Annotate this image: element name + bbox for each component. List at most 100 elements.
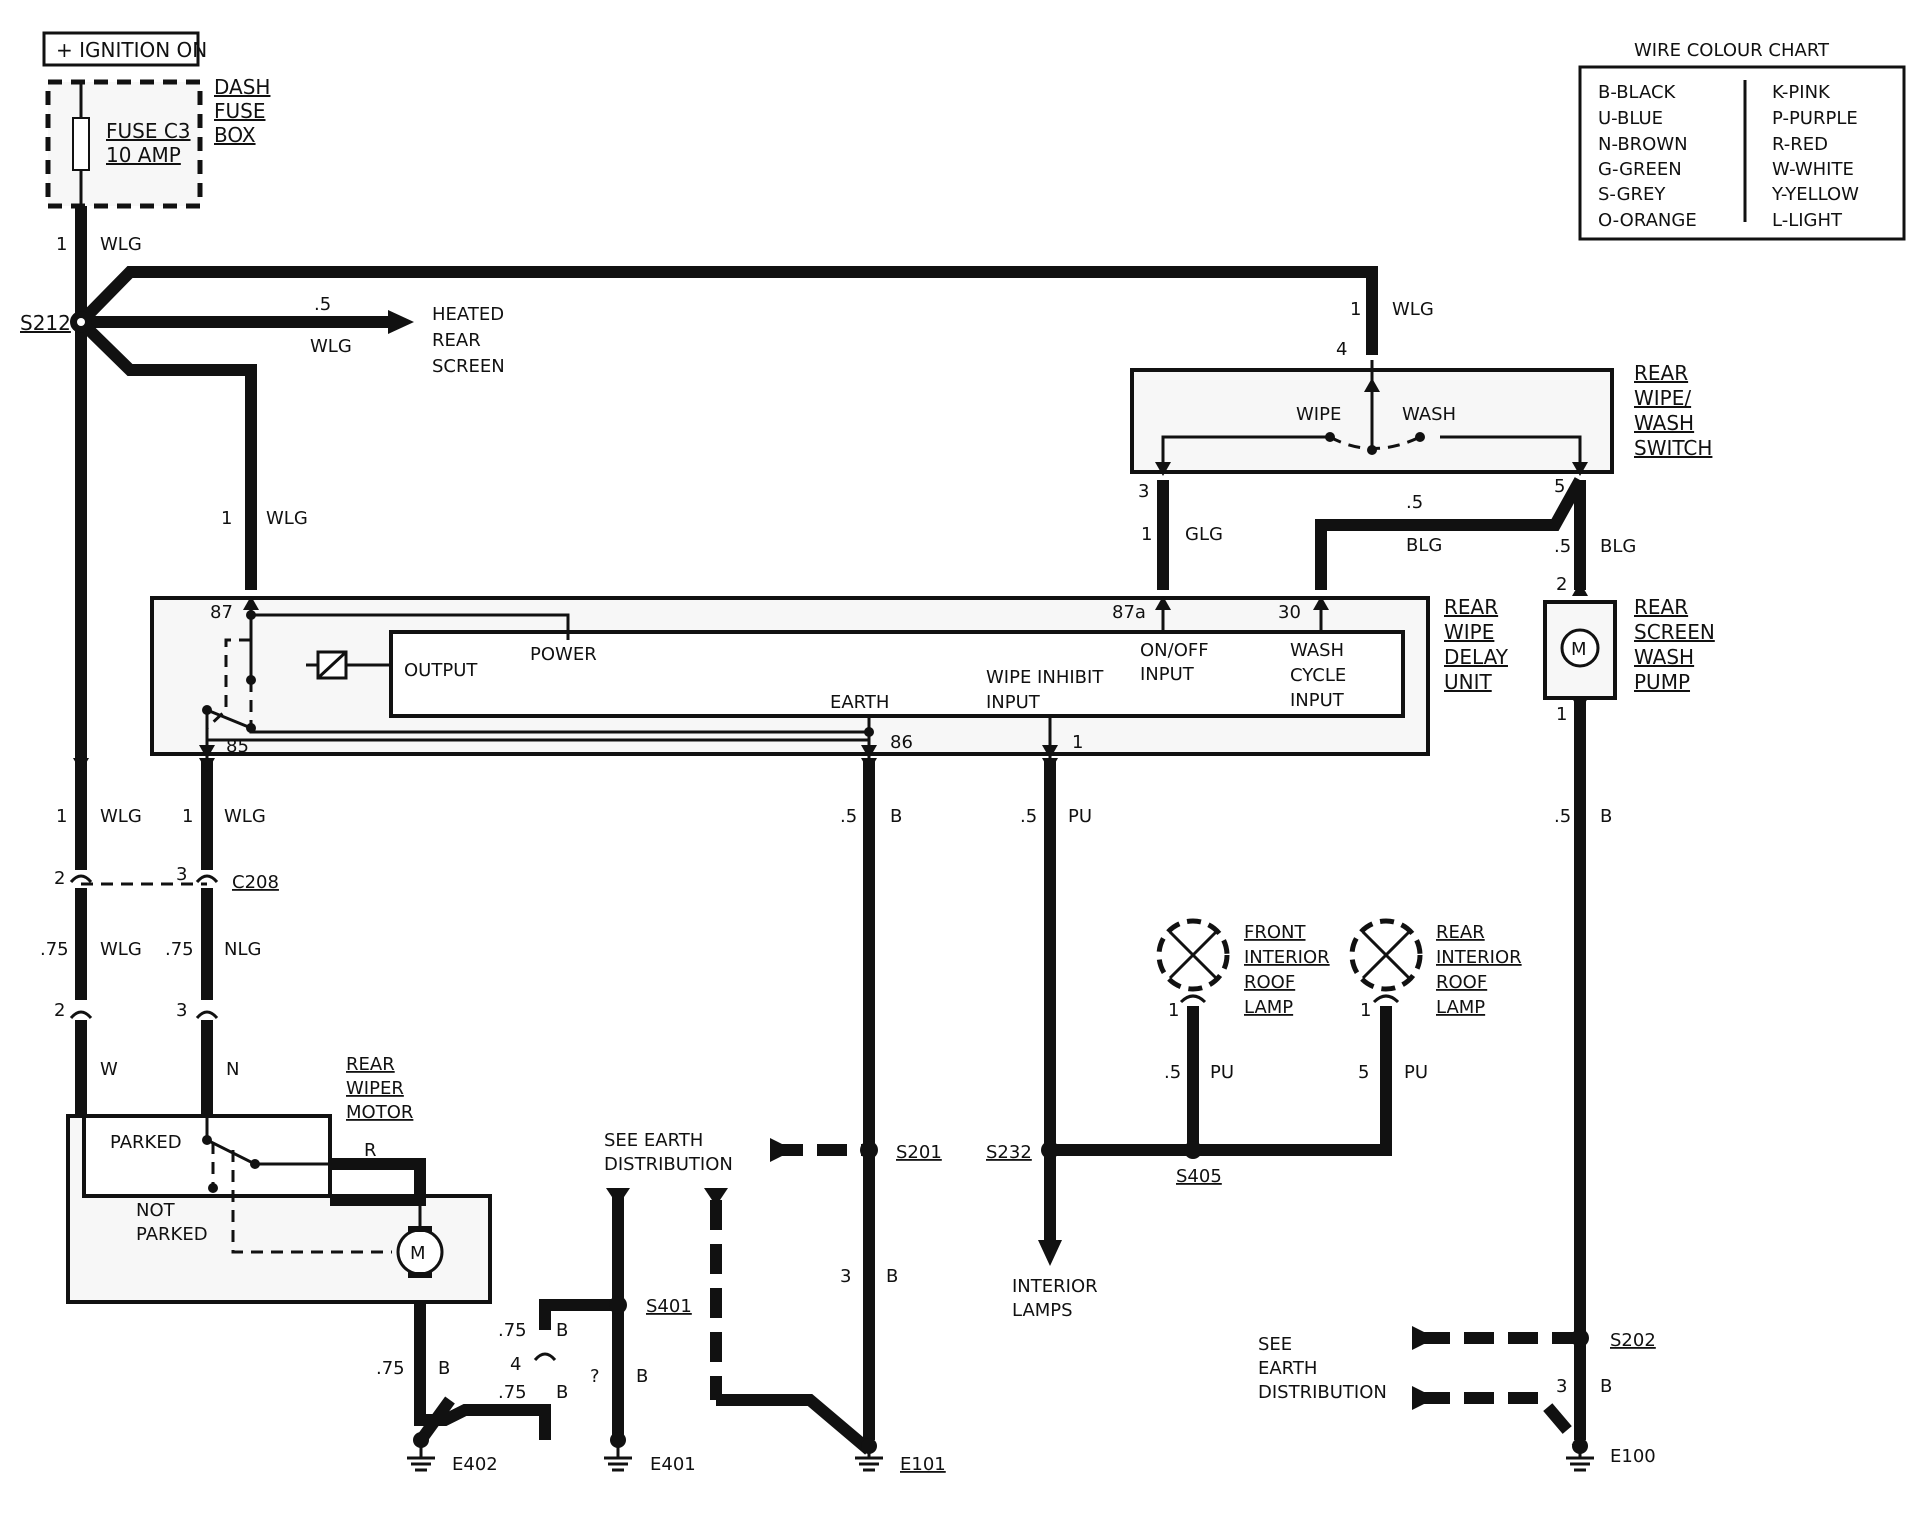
heated-rear-screen-label: HEATED — [432, 304, 504, 325]
wire-chart-item: G-GREEN — [1598, 159, 1682, 180]
wire-color: WLG — [310, 336, 352, 357]
connector-pin: 4 — [510, 1354, 521, 1375]
wire-gauge: .75 — [165, 939, 194, 960]
wire-color: GLG — [1185, 524, 1223, 545]
wire-color: B — [556, 1320, 568, 1341]
wire-chart-title: WIRE COLOUR CHART — [1634, 40, 1830, 61]
rear-interior-roof-lamp: 1 5 PU REAR INTERIOR ROOF LAMP — [1349, 918, 1522, 1083]
wire-chart-item: W-WHITE — [1772, 159, 1854, 180]
ground-e402: E402 — [407, 1432, 498, 1475]
rear-lamp-title: INTERIOR — [1436, 947, 1522, 968]
ignition-label: + IGNITION ON — [42, 31, 207, 67]
wire-color: W — [100, 1059, 118, 1080]
wire-color: NLG — [224, 939, 261, 960]
rear-lamp-title: ROOF — [1436, 972, 1487, 993]
s401-splice — [609, 1296, 627, 1314]
delay-pin: 87a — [1112, 602, 1146, 623]
wire-gauge: 3 — [1556, 1376, 1567, 1397]
delay-earth-label: EARTH — [830, 692, 889, 713]
delay-onoff-label: ON/OFF — [1140, 640, 1209, 661]
c208-label: C208 — [232, 872, 279, 893]
s201-label: S201 — [896, 1142, 942, 1163]
delay-pin: 87 — [210, 602, 233, 623]
motor-parked-label: PARKED — [110, 1132, 182, 1153]
motor-letter: M — [410, 1243, 426, 1264]
wire-gauge: .75 — [498, 1382, 527, 1403]
see-earth-label: SEE EARTH — [604, 1130, 703, 1151]
heated-rear-screen-label: SCREEN — [432, 356, 505, 377]
delay-power-label: POWER — [530, 644, 597, 665]
switch-pin: 4 — [1336, 339, 1347, 360]
fuse-rating: 10 AMP — [106, 143, 181, 167]
wire-chart-item: P-PURPLE — [1772, 108, 1858, 129]
see-earth-label: DISTRIBUTION — [1258, 1382, 1387, 1403]
wire-color: WLG — [100, 234, 142, 255]
wire-gauge: 1 — [221, 508, 232, 529]
front-lamp-title: LAMP — [1244, 997, 1293, 1018]
s212-label: S212 — [20, 311, 71, 335]
wire-chart-item: S-GREY — [1598, 184, 1666, 205]
e401-label: E401 — [650, 1454, 696, 1475]
switch-title: SWITCH — [1634, 436, 1712, 460]
rear-lamp-title: REAR — [1436, 922, 1485, 943]
rear-wipe-delay-unit: 87 85 86 1 87a 30 OUTPUT POWER EARTH WIP… — [150, 595, 1509, 760]
earth-arrow — [704, 1188, 728, 1206]
lamp-pin: 1 — [1168, 1000, 1179, 1021]
wire-color: WLG — [224, 806, 266, 827]
svg-text:+ IGNITION ON: + IGNITION ON — [56, 38, 207, 62]
wire-color: WLG — [100, 806, 142, 827]
wire-chart-item: Y-YELLOW — [1771, 184, 1859, 205]
motor-not-parked-label: PARKED — [136, 1224, 208, 1245]
delay-unit-title: REAR — [1444, 595, 1498, 619]
dash-fuse-box: FUSE C3 10 AMP DASH FUSE BOX — [45, 75, 270, 209]
wire-chart-item: L-LIGHT — [1772, 210, 1843, 231]
pump-pin: 2 — [1556, 574, 1567, 595]
wire-gauge: 1 — [56, 234, 67, 255]
wire-color: B — [438, 1358, 450, 1379]
ground-e100: E100 — [1566, 1438, 1656, 1472]
s202-label: S202 — [1610, 1330, 1656, 1351]
e402-label: E402 — [452, 1454, 498, 1475]
fuse-box-title-2: FUSE — [214, 99, 265, 123]
wire-color: WLG — [100, 939, 142, 960]
delay-pin: 30 — [1278, 602, 1301, 623]
rear-lamp-title: LAMP — [1436, 997, 1485, 1018]
wire-gauge: 5 — [1358, 1062, 1369, 1083]
s202-splice — [1571, 1329, 1589, 1347]
s405-label: S405 — [1176, 1166, 1222, 1187]
motor-title: MOTOR — [346, 1102, 413, 1123]
switch-wipe-label: WIPE — [1296, 404, 1341, 425]
switch-pin: 3 — [1138, 481, 1149, 502]
wire-chart-item: K-PINK — [1772, 82, 1831, 103]
rear-wipe-wash-switch: WIPE WASH 4 3 5 REAR WIPE/ WASH SWITCH — [1130, 339, 1712, 502]
e100-label: E100 — [1610, 1446, 1656, 1467]
interior-lamps-label: LAMPS — [1012, 1300, 1073, 1321]
wire-color: N — [226, 1059, 239, 1080]
connector-arrows — [69, 698, 1588, 1020]
switch-title: WIPE/ — [1634, 386, 1691, 410]
rear-screen-wash-pump: M 2 1 REAR SCREEN WASH PUMP — [1543, 574, 1715, 725]
delay-wash-cycle-label: WASH — [1290, 640, 1344, 661]
delay-wash-cycle-label: CYCLE — [1290, 665, 1346, 686]
switch-title: WASH — [1634, 411, 1694, 435]
s405-splice — [1184, 1141, 1202, 1159]
pump-title: SCREEN — [1634, 620, 1715, 644]
wire-color: B — [1600, 806, 1612, 827]
motor-title: WIPER — [346, 1078, 404, 1099]
wire-colour-chart: WIRE COLOUR CHART B-BLACK U-BLUE N-BROWN… — [1578, 40, 1906, 241]
wire-color: BLG — [1600, 536, 1636, 557]
delay-unit-title: WIPE — [1444, 620, 1494, 644]
wire-gauge: .75 — [40, 939, 69, 960]
wire-gauge: .5 — [314, 294, 331, 315]
motor-title: REAR — [346, 1054, 395, 1075]
lamp-pin: 1 — [1360, 1000, 1371, 1021]
wire-color: B — [556, 1382, 568, 1403]
connector-pin: 3 — [176, 864, 187, 885]
wire-gauge: .75 — [376, 1358, 405, 1379]
pump-title: PUMP — [1634, 670, 1690, 694]
wire-chart-item: B-BLACK — [1598, 82, 1677, 103]
delay-output-label: OUTPUT — [404, 660, 478, 681]
pump-motor-letter: M — [1571, 639, 1587, 660]
s401-label: S401 — [646, 1296, 692, 1317]
